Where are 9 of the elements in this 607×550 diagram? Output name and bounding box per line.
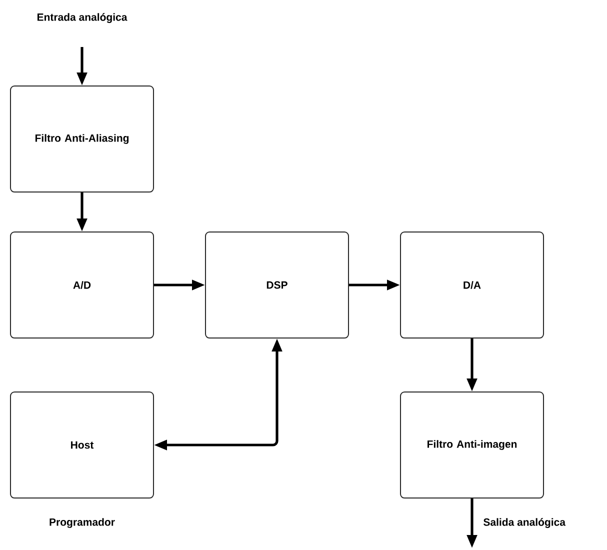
edge-label: Entrada analógica <box>38 13 128 23</box>
process-box: DSP <box>205 232 349 338</box>
process-box: D/A <box>400 232 544 338</box>
process-box: Filtro Anti-imagen <box>400 392 544 498</box>
node-label: Programador <box>50 518 115 528</box>
process-box: Host <box>10 392 154 498</box>
process-box: Filtro Anti-Aliasing <box>10 86 154 192</box>
process-box: A/D <box>10 232 154 338</box>
edge-label: Salida analógica <box>484 518 566 528</box>
